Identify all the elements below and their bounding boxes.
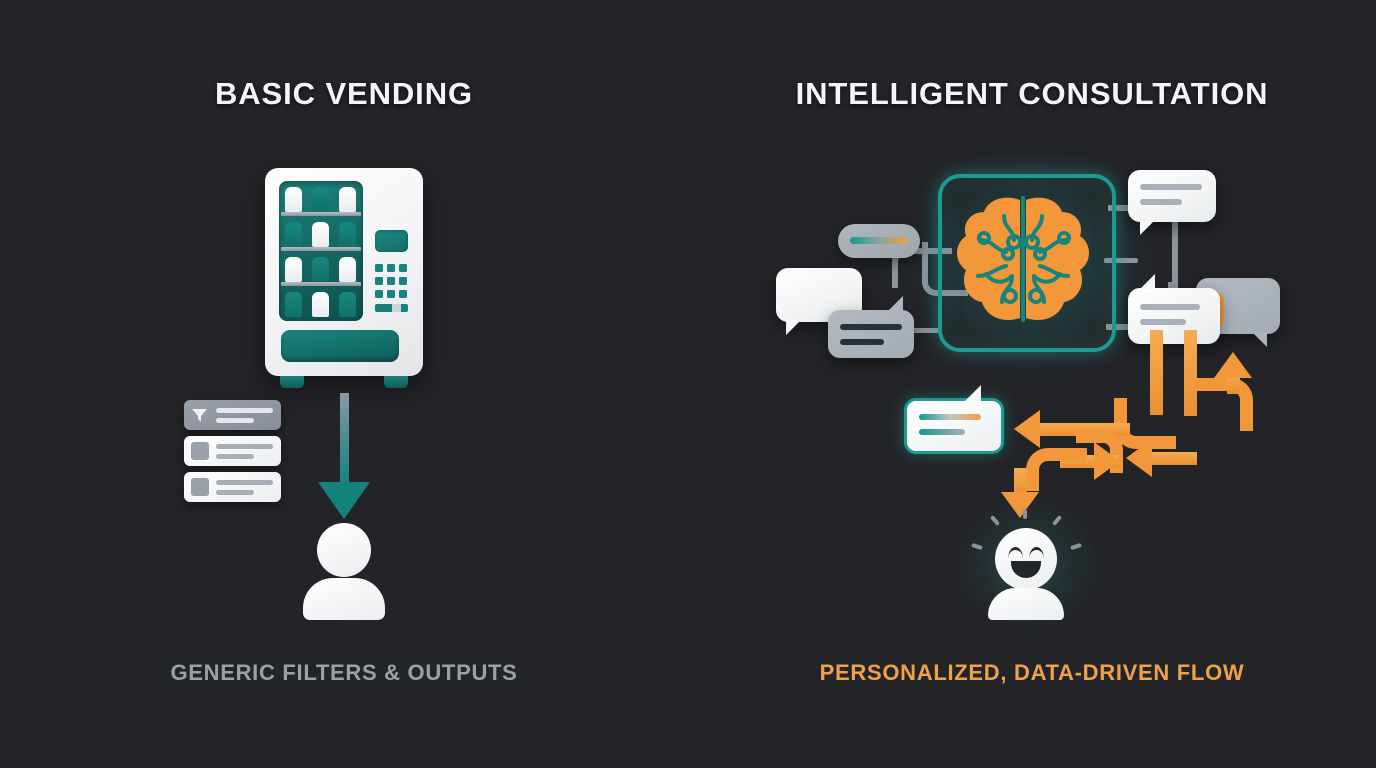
thumbnail-icon: [191, 478, 209, 496]
product-bottle: [312, 187, 329, 212]
card-text-line: [216, 454, 254, 459]
vending-screen: [375, 230, 408, 252]
bubble-text-line: [1140, 319, 1186, 325]
user-silhouette-icon: [317, 523, 371, 577]
product-bottle: [339, 257, 356, 282]
chip-pin: [1104, 258, 1138, 263]
keypad-button: [399, 264, 407, 272]
coin-slot: [375, 304, 408, 312]
arrow-head-left: [1126, 439, 1152, 477]
keypad-button: [375, 277, 383, 285]
arrow-down-icon: [340, 393, 349, 486]
chat-bubble-icon: [1128, 274, 1220, 344]
arrow-elbow: [1196, 378, 1253, 431]
filter-funnel-icon: [192, 409, 207, 422]
shelf-row: [279, 286, 363, 321]
chat-bubble-icon: [1128, 170, 1216, 235]
arrow-head-down: [1001, 492, 1039, 518]
product-bottle: [312, 222, 329, 247]
product-bottle: [339, 222, 356, 247]
product-bottle: [285, 257, 302, 282]
vending-leg: [384, 376, 408, 388]
bubble-text-line: [1140, 184, 1202, 190]
chat-bubble-icon: [828, 296, 914, 358]
bubble-tail: [786, 320, 801, 335]
arrow-down-head: [318, 482, 370, 519]
keypad-button: [387, 264, 395, 272]
vending-machine-icon: [265, 168, 423, 376]
thumbnail-icon: [191, 442, 209, 460]
arrow-head-up: [1214, 352, 1252, 378]
arrow-elbow: [1026, 448, 1087, 491]
vending-leg: [280, 376, 304, 388]
keypad-button: [399, 290, 407, 298]
arrow-head-left: [1014, 410, 1040, 448]
panel-basic-vending: [184, 168, 423, 620]
smile-icon: [1011, 561, 1041, 578]
bubble-tail: [965, 385, 981, 401]
panel-caption-right: PERSONALIZED, DATA-DRIVEN FLOW: [819, 660, 1245, 685]
brain-icon: [957, 196, 1089, 322]
filter-card: [184, 436, 281, 466]
bubble-gradient-line: [919, 414, 981, 420]
sparkle-ray: [1023, 509, 1027, 519]
bubble-text-line: [1140, 199, 1182, 205]
panel-title-left: BASIC VENDING: [214, 76, 473, 111]
product-bottle: [339, 187, 356, 212]
product-bottle: [312, 257, 329, 282]
chat-bubble-icon: [904, 385, 1004, 454]
product-bottle: [285, 187, 302, 212]
bubble-gradient-line: [919, 429, 965, 435]
product-bottle: [339, 292, 356, 317]
card-text-line: [216, 408, 273, 413]
bubble-tail: [1140, 220, 1155, 235]
product-bottle: [285, 292, 302, 317]
filter-card: [184, 472, 281, 502]
user-silhouette-body: [303, 578, 385, 620]
card-text-line: [216, 444, 273, 449]
bubble-text-line: [840, 324, 902, 330]
eye-icon: [1008, 547, 1023, 559]
shelf-row: [279, 216, 363, 251]
chat-bubble-icon: [838, 224, 920, 258]
vending-display-window: [279, 181, 363, 321]
arrow-segment: [1150, 330, 1163, 415]
panel-title-right: INTELLIGENT CONSULTATION: [795, 76, 1269, 111]
shelf-row: [279, 181, 363, 216]
arrow-head-right: [1094, 442, 1120, 480]
shelf-bar: [281, 282, 361, 286]
keypad-button: [399, 277, 407, 285]
bubble-gradient-line: [850, 237, 908, 244]
keypad-button: [375, 290, 383, 298]
bubble-tail: [888, 296, 903, 311]
keypad-button: [387, 277, 395, 285]
shelf-bar: [281, 212, 361, 216]
shelf-bar: [281, 247, 361, 251]
arrow-segment: [1152, 452, 1197, 465]
card-text-line: [216, 480, 273, 485]
connector-line: [922, 242, 968, 296]
keypad-button: [375, 264, 383, 272]
chip-pin: [908, 328, 942, 333]
panel-caption-left: GENERIC FILTERS & OUTPUTS: [170, 660, 518, 685]
card-text-line: [216, 490, 254, 495]
smiling-user-body: [988, 588, 1064, 620]
dispenser-tray: [281, 330, 399, 362]
bubble-tail: [1140, 274, 1155, 289]
shelf-row: [279, 251, 363, 286]
keypad-button: [387, 290, 395, 298]
bubble-tail: [1252, 332, 1267, 347]
smiling-user-icon: [995, 528, 1057, 590]
eye-icon: [1029, 547, 1044, 559]
bubble-text-line: [1140, 304, 1200, 310]
bubble-text-line: [840, 339, 884, 345]
product-bottle: [312, 292, 329, 317]
card-text-line: [216, 418, 254, 423]
filter-card: [184, 400, 281, 430]
product-bottle: [285, 222, 302, 247]
arrow-segment: [1184, 330, 1197, 416]
ai-brain-chip-icon: [938, 174, 1116, 352]
arrow-segment: [1014, 468, 1027, 496]
